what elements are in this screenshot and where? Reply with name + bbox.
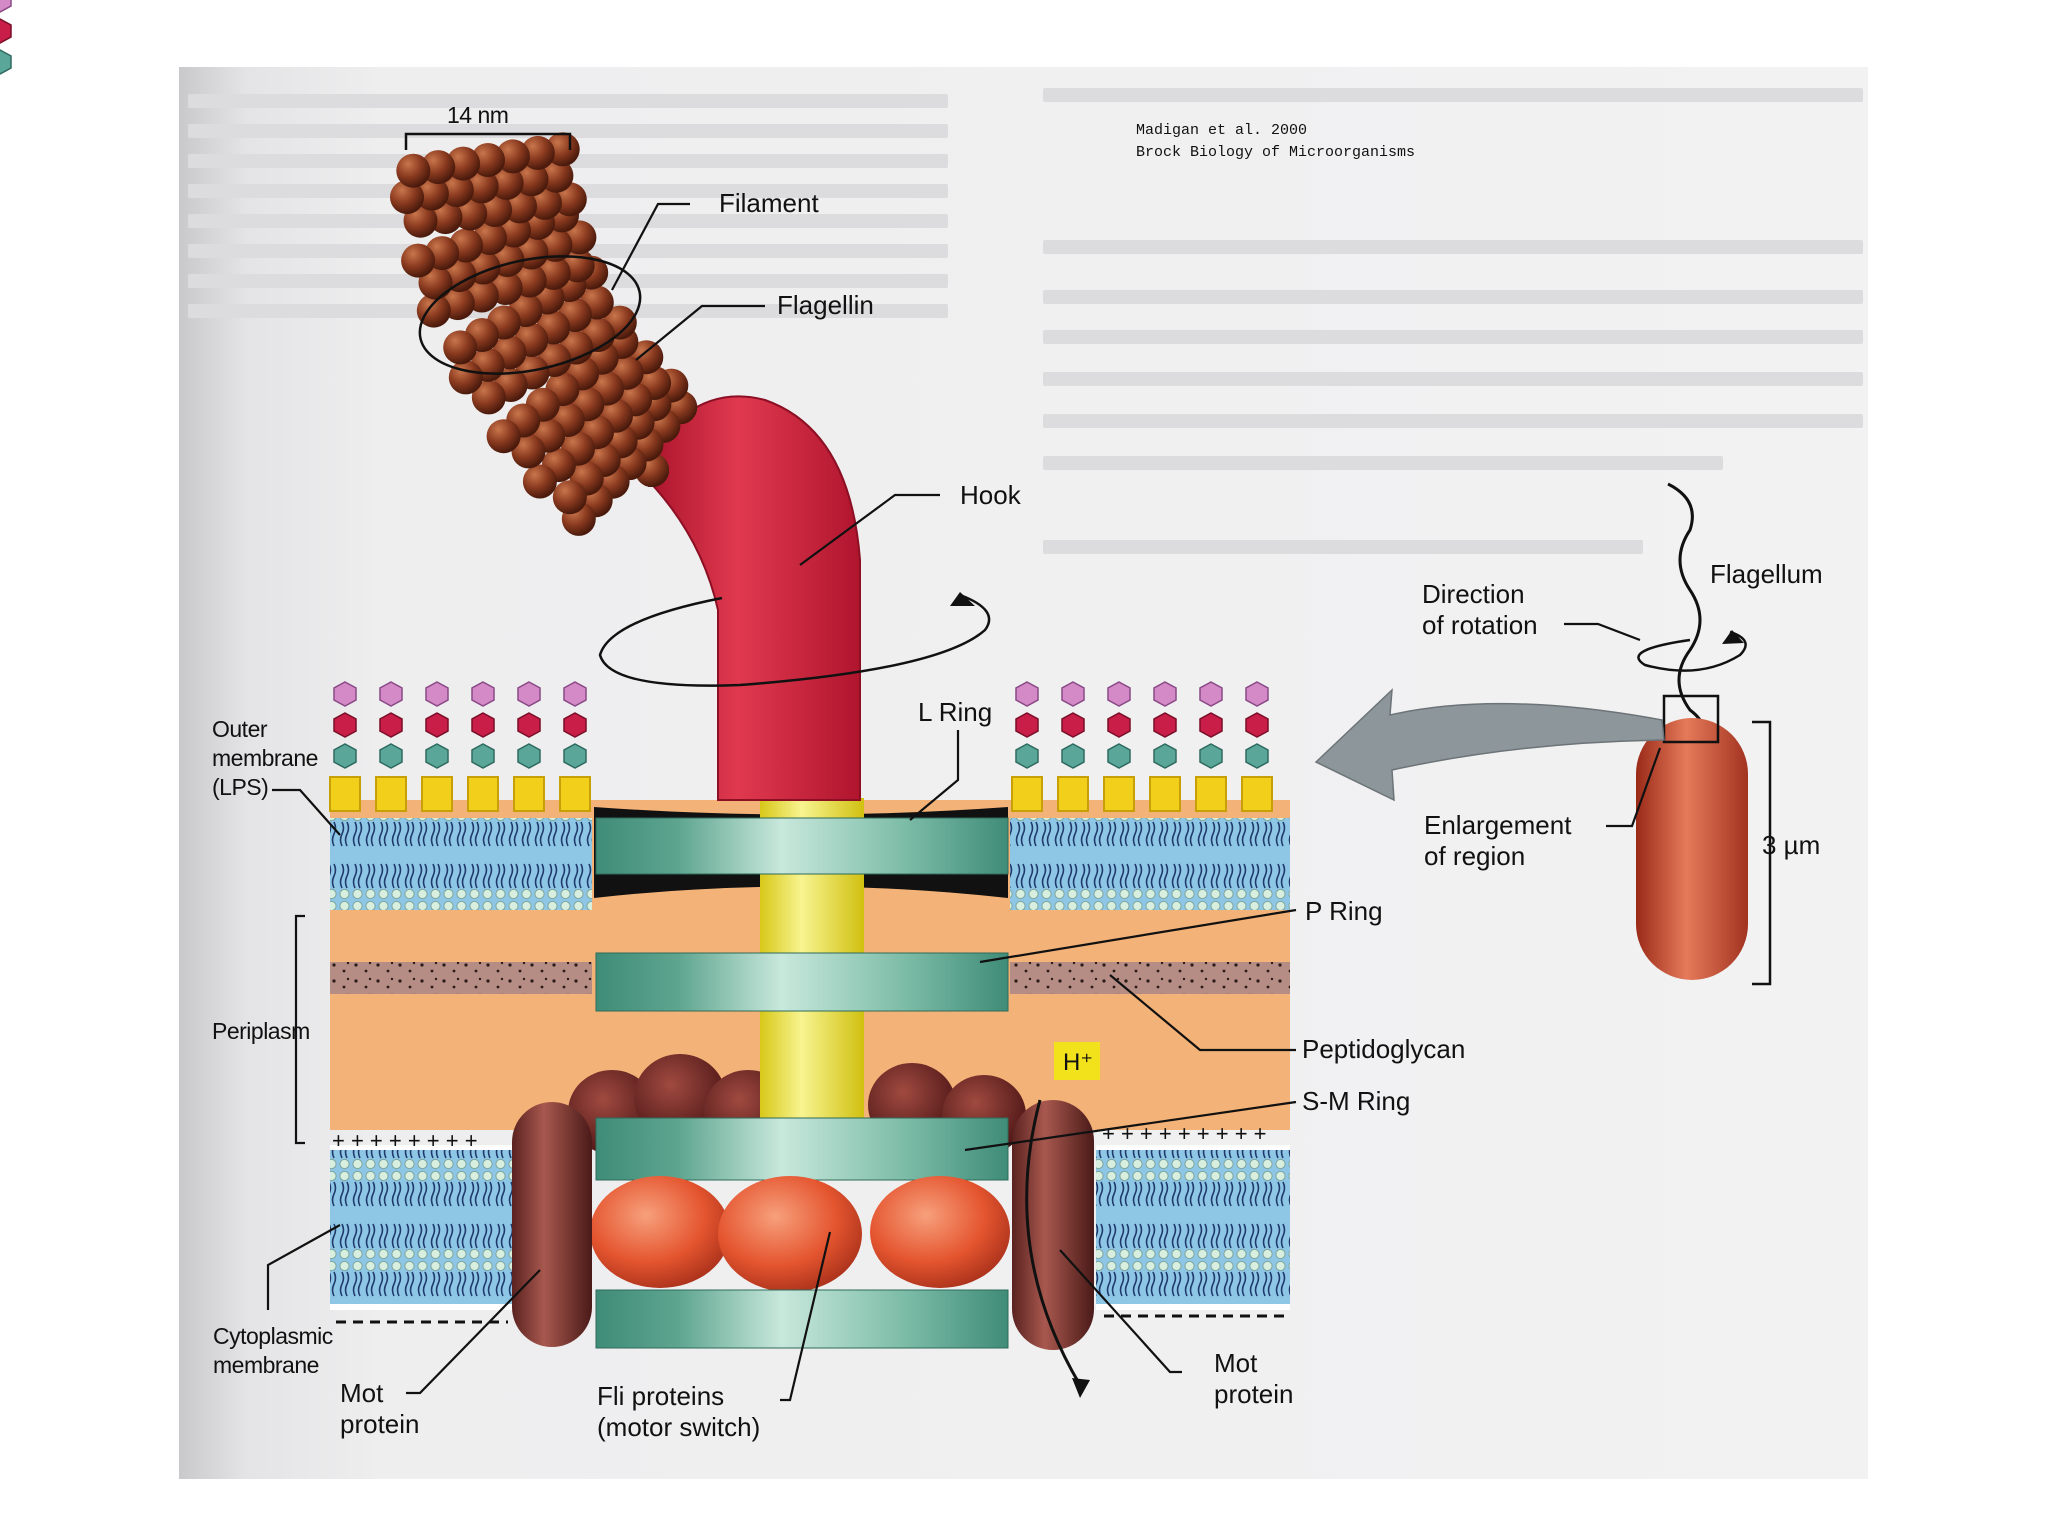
flagellin-subunit bbox=[539, 158, 574, 193]
h-plus-badge bbox=[1054, 1042, 1100, 1080]
flagellin-subunit bbox=[471, 380, 506, 415]
proton-flow-arrow bbox=[1025, 1099, 1082, 1386]
flagellin-subunit bbox=[396, 153, 431, 188]
label-outer-membrane: Outer membrane (LPS) bbox=[212, 715, 318, 802]
scale-label-14nm: 14 nm bbox=[447, 102, 509, 128]
lps-squares bbox=[329, 776, 1273, 812]
flagellum-rotation-arrow bbox=[1637, 630, 1747, 672]
s-m-ring bbox=[595, 1117, 1009, 1181]
h-plus-label: H⁺ bbox=[1063, 1049, 1093, 1076]
flagellin-subunit bbox=[514, 162, 549, 197]
label-direction-of-rotation-line-1: Direction bbox=[1422, 579, 1525, 609]
p-ring bbox=[595, 952, 1009, 1012]
label-filament: Filament bbox=[719, 188, 819, 218]
filament bbox=[390, 132, 698, 536]
flagellin-subunit bbox=[390, 180, 424, 215]
flagellum-wave bbox=[1667, 482, 1705, 741]
label-cytoplasmic-membrane-line-1: Cytoplasmic bbox=[213, 1323, 333, 1349]
cytoplasmic-membrane-bilayer bbox=[330, 1145, 1290, 1310]
label-outer-membrane-line-1: Outer bbox=[212, 716, 268, 742]
citation-line-2: Brock Biology of Microorganisms bbox=[1136, 144, 1416, 161]
label-enlargement-of-region: Enlargement of region bbox=[1424, 810, 1571, 872]
scale-bar-3um bbox=[1752, 720, 1772, 986]
label-cytoplasmic-membrane: Cytoplasmic membrane bbox=[213, 1322, 333, 1380]
flagellin-subunit bbox=[489, 165, 524, 200]
label-mot-protein-left-line-1: Mot bbox=[340, 1378, 384, 1408]
bacterial-cell bbox=[1636, 718, 1748, 980]
outer-membrane-bilayer bbox=[330, 818, 1290, 910]
flagellin-subunit bbox=[446, 146, 481, 181]
enlargement-arrow bbox=[1314, 688, 1665, 802]
label-cytoplasmic-membrane-line-2: membrane bbox=[213, 1352, 319, 1378]
fli-proteins bbox=[590, 1176, 1010, 1292]
filament-rotation-ellipse bbox=[418, 255, 642, 375]
label-fli-proteins-line-1: Fli proteins bbox=[597, 1381, 725, 1411]
label-3um: 3 µm bbox=[1762, 830, 1821, 860]
svg-text:+ + + + + + + + +: + + + + + + + + + bbox=[1102, 1121, 1267, 1146]
flagellin-subunit bbox=[439, 173, 474, 207]
c-ring-bottom bbox=[595, 1289, 1009, 1349]
flagellin-subunit bbox=[522, 464, 557, 499]
label-peptidoglycan: Peptidoglycan bbox=[1302, 1034, 1466, 1064]
label-periplasm: Periplasm bbox=[212, 1018, 310, 1044]
label-mot-protein-left-line-2: protein bbox=[340, 1409, 420, 1439]
label-p-ring: P Ring bbox=[1305, 896, 1383, 926]
svg-text:+ + + + + + + +: + + + + + + + + bbox=[332, 1128, 478, 1153]
label-fli-proteins: Fli proteins (motor switch) bbox=[597, 1381, 760, 1443]
flagellin-subunit bbox=[443, 330, 478, 365]
minus-charges bbox=[336, 1314, 1288, 1324]
peptidoglycan-layer-right bbox=[1010, 962, 1290, 994]
flagellin-subunit bbox=[421, 150, 456, 185]
flagellin-subunit bbox=[464, 169, 499, 204]
flagellin-subunit bbox=[471, 143, 505, 177]
mot-protein-left bbox=[512, 1102, 592, 1347]
label-outer-membrane-line-3: (LPS) bbox=[212, 774, 269, 800]
flagellin-subunit bbox=[448, 360, 483, 395]
flagellin-subunit bbox=[401, 243, 436, 278]
label-enlargement-of-region-line-2: of region bbox=[1424, 841, 1526, 871]
flagellin-subunit bbox=[495, 139, 530, 174]
flagellin-subunit bbox=[552, 480, 587, 515]
label-mot-protein-right-line-2: protein bbox=[1214, 1379, 1294, 1409]
label-direction-of-rotation: Direction of rotation bbox=[1422, 579, 1538, 641]
enlargement-box bbox=[1662, 694, 1720, 744]
lps-sugar-chains bbox=[0, 0, 1269, 769]
hook-rotation-arrow bbox=[598, 593, 991, 687]
label-s-m-ring: S-M Ring bbox=[1302, 1086, 1411, 1116]
label-mot-protein-right: Mot protein bbox=[1214, 1348, 1294, 1410]
hook bbox=[636, 395, 861, 801]
citation-line-1: Madigan et al. 2000 bbox=[1136, 122, 1308, 139]
flagellin-subunit bbox=[414, 176, 449, 211]
flagellin-subunit bbox=[486, 419, 521, 454]
l-ring bbox=[595, 817, 1009, 875]
label-direction-of-rotation-line-2: of rotation bbox=[1422, 610, 1538, 640]
label-enlargement-of-region-line-1: Enlargement bbox=[1424, 810, 1572, 840]
mot-protein-right bbox=[1012, 1100, 1094, 1350]
label-flagellin: Flagellin bbox=[777, 290, 874, 320]
flagellin-subunit bbox=[416, 293, 451, 328]
label-hook: Hook bbox=[960, 480, 1021, 510]
flagellin-subunit bbox=[520, 135, 555, 170]
scale-bar-14nm bbox=[404, 132, 572, 150]
peptidoglycan-layer-left bbox=[330, 962, 592, 994]
flagellin-subunit bbox=[511, 434, 546, 469]
leader-lines bbox=[266, 202, 1662, 1402]
label-outer-membrane-line-2: membrane bbox=[212, 745, 318, 771]
label-flagellum: Flagellum bbox=[1710, 559, 1823, 589]
label-mot-protein-left: Mot protein bbox=[340, 1378, 420, 1440]
label-fli-proteins-line-2: (motor switch) bbox=[597, 1412, 761, 1442]
label-mot-protein-right-line-1: Mot bbox=[1214, 1348, 1258, 1378]
label-l-ring: L Ring bbox=[918, 697, 993, 727]
